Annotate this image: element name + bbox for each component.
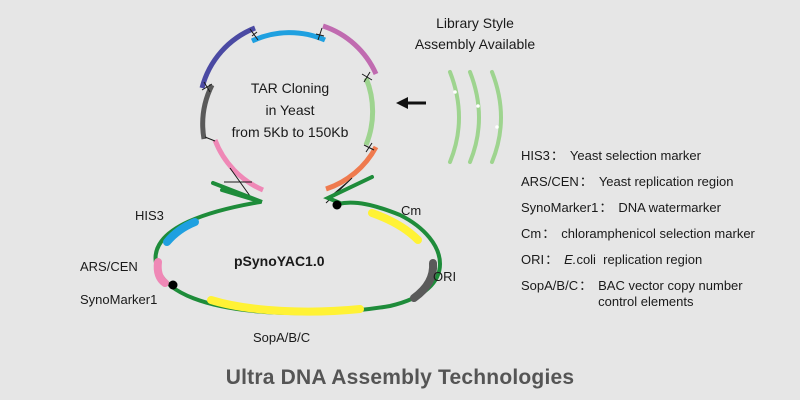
tar-line-2: in Yeast xyxy=(265,102,315,118)
plasmid-name: pSynoYAC1.0 xyxy=(234,253,325,269)
fragment-2 xyxy=(250,30,327,44)
label-synomarker1: SynoMarker1 xyxy=(80,292,158,307)
feature-cm xyxy=(368,209,422,244)
tar-line-3: from 5Kb to 150Kb xyxy=(231,124,349,140)
legend-sep: ： xyxy=(545,252,559,267)
legend-key: ORI xyxy=(521,252,545,267)
legend-key: Cm xyxy=(521,226,542,241)
legend-desc: chloramphenicol selection marker xyxy=(561,226,755,241)
feature-arscen xyxy=(153,258,169,287)
legend-row-arscen: ARS/CEN： Yeast replication region xyxy=(521,169,755,195)
tar-circle xyxy=(199,23,379,193)
overlap-mark xyxy=(224,167,252,197)
legend-sep: ： xyxy=(542,226,556,241)
feature-sopabc xyxy=(207,296,364,316)
arrow-left-icon xyxy=(396,97,426,109)
junction-dot xyxy=(332,200,342,210)
legend-key: HIS3 xyxy=(521,148,550,163)
overlap-mark xyxy=(249,28,259,41)
label-ori: ORI xyxy=(433,269,457,284)
legend-row-his3: HIS3： Yeast selection marker xyxy=(521,143,755,169)
tar-line-1: TAR Cloning xyxy=(250,80,330,96)
fragment-7 xyxy=(200,83,215,140)
legend-sep: ： xyxy=(599,200,613,215)
legend-desc-line-2: control elements xyxy=(598,294,694,309)
overlap-mark xyxy=(363,142,375,153)
legend-row-ori: ORI： E.coli replication region xyxy=(521,247,755,273)
library-title-line-1: Library Style xyxy=(436,15,514,31)
library-title-line-2: Assembly Available xyxy=(414,36,536,52)
fragment-5 xyxy=(325,145,379,192)
legend-desc: Yeast selection marker xyxy=(569,148,701,163)
legend-desc-line-1: BAC vector copy number xyxy=(598,278,743,293)
library-junction-dot xyxy=(476,104,480,108)
library-junction-dot xyxy=(495,125,499,129)
legend-sep: ： xyxy=(579,278,593,293)
overlap-mark xyxy=(201,81,213,93)
legend-row-sopabc: SopA/B/C： BAC vector copy number control… xyxy=(521,273,755,310)
overlap-mark xyxy=(315,27,325,41)
fragment-3 xyxy=(322,23,379,76)
legend-row-cm: Cm： chloramphenicol selection marker xyxy=(521,221,755,247)
fragment-6 xyxy=(212,139,265,193)
label-arscen: ARS/CEN xyxy=(80,259,138,274)
fragment-1 xyxy=(199,25,256,89)
legend-desc: coli replication region xyxy=(576,252,703,267)
label-cm: Cm xyxy=(401,203,422,218)
legend-row-synomarker1: SynoMarker1： DNA watermarker xyxy=(521,195,755,221)
plasmid-backbone xyxy=(153,175,442,316)
library-fragments xyxy=(448,70,503,164)
overlap-mark xyxy=(204,136,216,142)
legend-desc: Yeast replication region xyxy=(598,174,734,189)
legend-desc: DNA watermarker xyxy=(618,200,721,215)
library-fragment xyxy=(468,70,481,164)
footer-title: Ultra DNA Assembly Technologies xyxy=(225,366,575,389)
legend-sep: ： xyxy=(550,148,564,163)
right-hook xyxy=(323,175,374,205)
fragment-4 xyxy=(363,77,376,146)
library-junction-dot xyxy=(453,90,457,94)
library-fragment xyxy=(490,70,503,164)
label-his3: HIS3 xyxy=(135,208,164,223)
legend-key: SynoMarker1 xyxy=(521,200,599,215)
legend-key: ARS/CEN xyxy=(521,174,579,189)
synomarker1-dot xyxy=(168,280,178,290)
legend-sep: ： xyxy=(579,174,593,189)
feature-his3 xyxy=(163,218,199,246)
legend-desc: BAC vector copy number control elements xyxy=(598,273,743,310)
overlap-mark xyxy=(361,71,373,83)
tar-center-text: TAR Cloning in Yeast from 5Kb to 150Kb xyxy=(215,77,365,143)
library-fragment xyxy=(448,70,461,164)
plasmid-features xyxy=(153,209,438,316)
legend-desc-italic: E. xyxy=(564,252,577,267)
feature-ori xyxy=(410,259,438,302)
left-hook xyxy=(211,181,263,204)
library-title: Library Style Assembly Available xyxy=(400,13,550,55)
label-sopabc: SopA/B/C xyxy=(253,330,311,345)
legend-key: SopA/B/C xyxy=(521,278,579,293)
legend: HIS3：Yeast selection marker ARS/CEN：Yeas… xyxy=(521,143,755,310)
